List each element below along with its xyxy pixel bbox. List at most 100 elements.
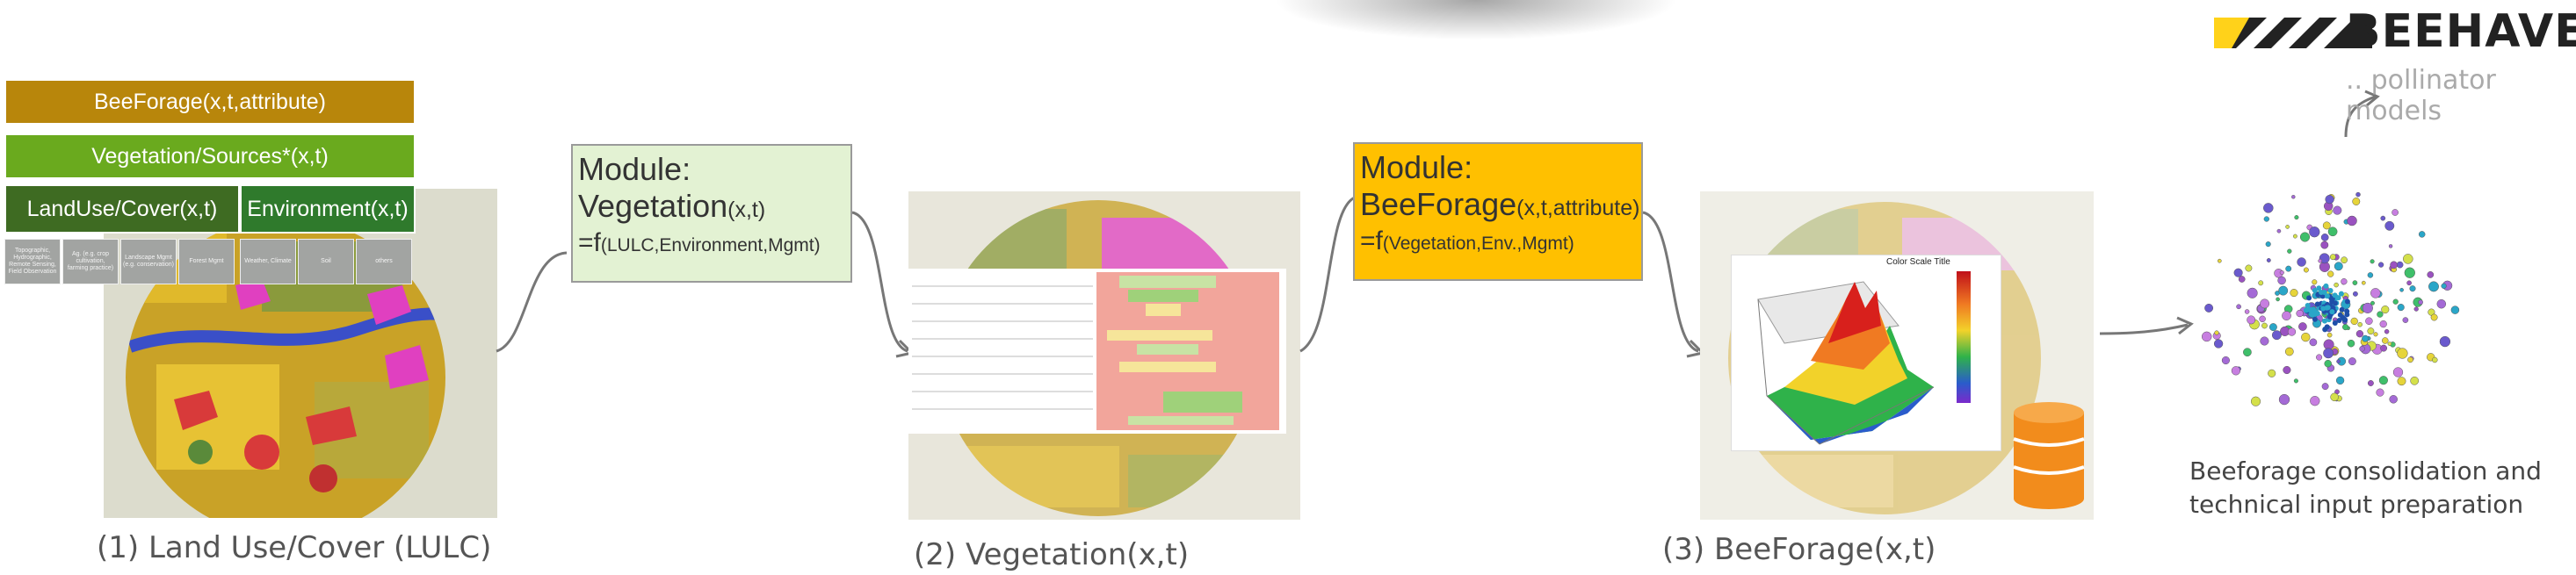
cloud-point: [2221, 356, 2230, 365]
cloud-point: [2410, 376, 2420, 385]
cloud-point: [2316, 354, 2323, 361]
cloud-point: [2276, 297, 2280, 302]
cloud-point: [2290, 289, 2298, 298]
cloud-point: [2277, 276, 2286, 285]
cloud-center-point: [2326, 313, 2333, 320]
cloud-point: [2326, 332, 2333, 338]
module-beeforage-box: Module: BeeForage(x,t,attribute) =f(Vege…: [1353, 142, 1643, 281]
cloud-point: [2335, 376, 2345, 385]
cloud-point: [2342, 324, 2349, 331]
cloud-point: [2283, 365, 2291, 375]
cloud-point: [2244, 309, 2250, 314]
cloud-point: [2387, 341, 2392, 346]
cloud-point: [2381, 305, 2390, 314]
cloud-point: [2355, 191, 2361, 198]
module-vegetation-box: Module: Vegetation(x,t) =f(LULC,Environm…: [571, 144, 852, 283]
cloud-point: [2213, 339, 2224, 349]
cloud-point: [2293, 378, 2298, 384]
cloud-point: [2365, 317, 2373, 325]
cloud-point: [2397, 304, 2405, 312]
cloud-point: [2309, 226, 2320, 238]
cloud-point: [2430, 313, 2438, 321]
cloud-point: [2278, 285, 2289, 296]
cloud-point: [2418, 299, 2423, 305]
cloud-point: [2294, 215, 2299, 220]
cloud-point: [2352, 280, 2358, 285]
cloud-point: [2357, 321, 2363, 327]
environment-layer-bar: Environment(x,t): [240, 184, 416, 234]
cloud-point: [2247, 315, 2256, 325]
cloud-point: [2297, 257, 2306, 267]
cloud-point: [2384, 328, 2390, 334]
cloud-point: [2341, 278, 2348, 285]
cloud-point: [2291, 195, 2296, 199]
cloud-point: [2268, 323, 2277, 332]
cloud-point: [2392, 367, 2404, 377]
module-beeforage-title: Module:: [1360, 149, 1473, 185]
arrow-3: [1299, 196, 1356, 353]
module-vegetation-name-args: (x,t): [727, 198, 766, 222]
cloud-point: [2284, 347, 2294, 356]
cloud-point: [2276, 228, 2282, 234]
cloud-point: [2380, 215, 2386, 221]
cloud-point: [2301, 332, 2311, 342]
cloud-point: [2279, 270, 2284, 276]
sub-item-topographic: Topographic, Hydrographic, Remote Sensin…: [4, 239, 61, 284]
cloud-point: [2362, 302, 2373, 313]
cloud-point: [2377, 311, 2384, 318]
cloud-point: [2245, 264, 2253, 272]
cloud-point: [2258, 280, 2264, 286]
cloud-point: [2399, 287, 2404, 292]
surface-plot-title: Color Scale Title: [1886, 257, 1950, 267]
cloud-center-point: [2332, 320, 2338, 326]
cloud-point: [2214, 330, 2219, 335]
cloud-center-point: [2335, 295, 2341, 301]
cloud-point: [2260, 336, 2269, 346]
sub-item-landscape: Landscape Mgmt (e.g. conservation): [120, 239, 177, 284]
cloud-center-point: [2324, 324, 2330, 330]
cloud-center-point: [2314, 301, 2320, 307]
beehave-logo-text: BEEHAVE: [2346, 5, 2576, 58]
cloud-point: [2330, 392, 2339, 402]
cloud-point: [2402, 317, 2409, 323]
cloud-point: [2296, 309, 2304, 318]
final-caption: Beeforage consolidation and technical in…: [2189, 455, 2542, 521]
sub-item-forest: Forest Mgmt: [178, 239, 235, 284]
cloud-point: [2396, 261, 2404, 269]
cloud-point: [2397, 377, 2406, 386]
final-caption-line2: technical input preparation: [2189, 490, 2524, 519]
cloud-center-point: [2342, 317, 2348, 323]
cloud-point: [2370, 288, 2381, 298]
module-beeforage-name-args: (x,t,attribute): [1516, 196, 1640, 220]
cloud-point: [2243, 348, 2252, 357]
module-vegetation-title: Module:: [578, 151, 691, 187]
cloud-point: [2373, 332, 2378, 337]
cloud-point: [2201, 331, 2212, 342]
cloud-center-point: [2332, 300, 2338, 306]
cloud-point: [2231, 366, 2241, 376]
vegetation-layer-bar: Vegetation/Sources*(x,t): [4, 133, 416, 179]
cloud-point: [2238, 276, 2246, 283]
cloud-point: [2217, 258, 2222, 263]
cloud-point: [2329, 254, 2336, 261]
module-vegetation-name: Vegetation: [578, 188, 728, 224]
cloud-center-point: [2344, 312, 2350, 318]
cloud-point: [2450, 305, 2460, 314]
forage-point-cloud: [2201, 191, 2460, 406]
cloud-center-point: [2323, 283, 2329, 289]
cloud-point: [2413, 306, 2419, 312]
cloud-point: [2292, 234, 2297, 239]
cloud-point: [2388, 244, 2393, 248]
cloud-point: [2320, 241, 2329, 249]
vegetation-map-panel: [908, 191, 1300, 520]
beehave-logo-mark: [2214, 18, 2372, 48]
cloud-point: [2299, 232, 2311, 242]
cloud-point: [2204, 303, 2214, 313]
module-vegetation-formula-prefix: =f: [578, 228, 601, 257]
cloud-point: [2260, 298, 2270, 309]
cloud-point: [2334, 282, 2339, 288]
cloud-point: [2355, 330, 2364, 338]
cloud-point: [2278, 393, 2290, 406]
cloud-point: [2432, 356, 2438, 363]
cloud-point: [2382, 337, 2389, 344]
